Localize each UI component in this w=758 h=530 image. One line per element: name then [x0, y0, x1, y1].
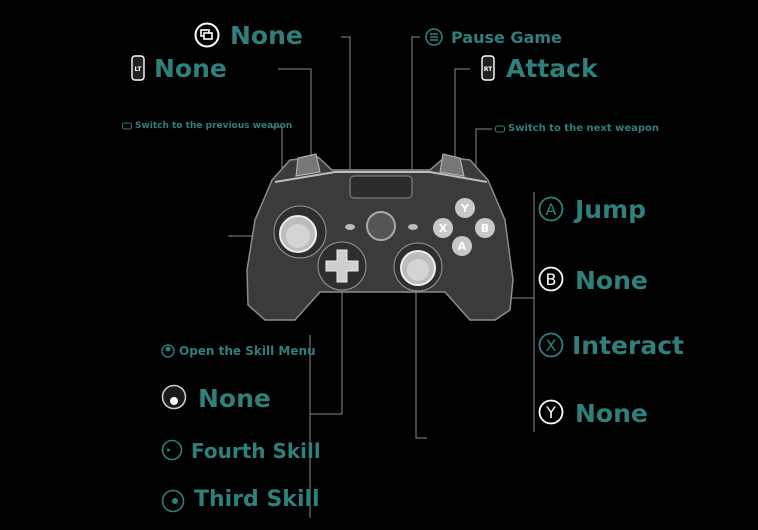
rb-bumper-icon: [495, 125, 505, 133]
rb-label: Switch to the next weapon: [508, 123, 660, 134]
rt-letters: RT: [484, 66, 493, 73]
face-letters: Y B X A: [439, 202, 489, 253]
a-face-letter: A: [458, 240, 467, 253]
lb-bumper-icon: [122, 122, 132, 130]
y-icon-letter: Y: [545, 403, 556, 422]
y-button-icon: Y: [538, 399, 564, 425]
b-button-icon: B: [538, 266, 564, 292]
y-label: None: [575, 399, 648, 428]
x-label: Interact: [572, 331, 684, 360]
menu-icon: [425, 28, 443, 46]
rt-trigger-icon: RT: [481, 55, 495, 81]
a-label: Jump: [575, 195, 647, 224]
x-icon-letter: X: [546, 336, 557, 355]
view-icon: [194, 22, 220, 48]
dpad-left-label: Third Skill: [194, 487, 320, 512]
b-label: None: [575, 266, 648, 295]
left-stick-icon: [161, 384, 187, 410]
b-icon-letter: B: [546, 270, 557, 289]
lt-trigger-icon: LT: [131, 55, 145, 81]
lb-label: Switch to the previous weapon: [135, 121, 293, 131]
b-face-letter: B: [481, 222, 489, 235]
lt-label: None: [154, 54, 227, 83]
lt-letters: LT: [135, 66, 143, 73]
x-button-icon: X: [538, 332, 564, 358]
menu-label: Pause Game: [451, 28, 562, 47]
dpad-down-label: Fourth Skill: [191, 439, 321, 463]
rt-label: Attack: [506, 54, 598, 83]
left-stick-label: None: [198, 384, 271, 413]
controller-body: [246, 153, 514, 321]
x-face-letter: X: [439, 222, 448, 235]
a-button-icon: A: [538, 196, 564, 222]
dpad-down-icon: [161, 439, 183, 461]
dpad-left-icon: [161, 489, 185, 513]
a-icon-letter: A: [546, 200, 557, 219]
view-label: None: [230, 21, 303, 50]
y-face-letter: Y: [460, 202, 470, 215]
left-stick-press-label: Open the Skill Menu: [179, 344, 316, 358]
left-stick-press-icon: [161, 344, 175, 358]
